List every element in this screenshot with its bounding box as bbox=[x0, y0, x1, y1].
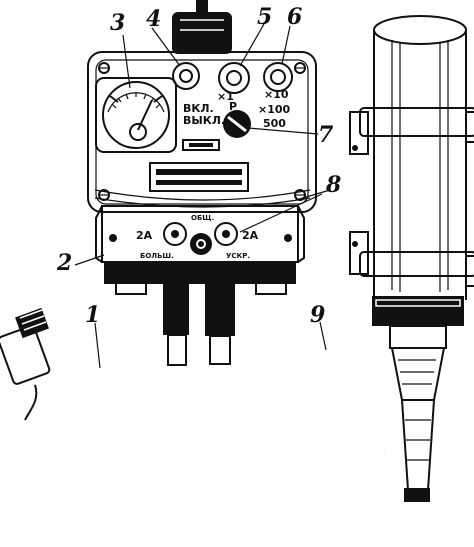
indicator-knob-4 bbox=[172, 62, 200, 90]
callout-3: 3 bbox=[110, 10, 125, 36]
cable-coil-right bbox=[208, 343, 428, 537]
callout-2: 2 bbox=[56, 250, 72, 276]
label-p: Р bbox=[229, 100, 237, 113]
fuse-block bbox=[95, 205, 305, 295]
fuse-top-label: ОБЩ. bbox=[191, 214, 214, 222]
callout-6: 6 bbox=[287, 4, 302, 30]
instrument-housing bbox=[87, 0, 317, 213]
indicator-knob-5 bbox=[218, 62, 250, 94]
callout-4: 4 bbox=[146, 6, 161, 32]
callout-5: 5 bbox=[257, 4, 272, 30]
fuse-left-caption: БОЛЬШ. bbox=[140, 252, 174, 260]
leader-lines bbox=[74, 23, 331, 369]
fuse-left-label: 2А bbox=[136, 229, 153, 242]
meter-gauge bbox=[95, 77, 177, 153]
label-x10: ×10 bbox=[264, 88, 289, 101]
fuse-right-caption: УСКР. bbox=[226, 252, 250, 260]
label-x100: ×100 bbox=[258, 103, 291, 116]
label-x1: ×1 bbox=[217, 90, 234, 103]
label-switch-off: ВЫКЛ. bbox=[183, 114, 225, 127]
probe-cylinder bbox=[349, 15, 474, 502]
callout-1: 1 bbox=[85, 302, 100, 328]
fuse-right-label: 2А bbox=[242, 229, 259, 242]
cable-plug-connector bbox=[0, 307, 51, 421]
indicator-knob-6 bbox=[263, 62, 293, 92]
range-switch bbox=[223, 110, 251, 138]
callout-8: 8 bbox=[325, 172, 341, 198]
label-500: 500 bbox=[263, 117, 286, 130]
callout-7: 7 bbox=[318, 122, 334, 148]
cable-coil-left bbox=[11, 363, 199, 517]
callout-9: 9 bbox=[310, 302, 325, 328]
label-switch-on: ВКЛ. bbox=[183, 102, 214, 115]
cable-leads bbox=[163, 275, 235, 401]
